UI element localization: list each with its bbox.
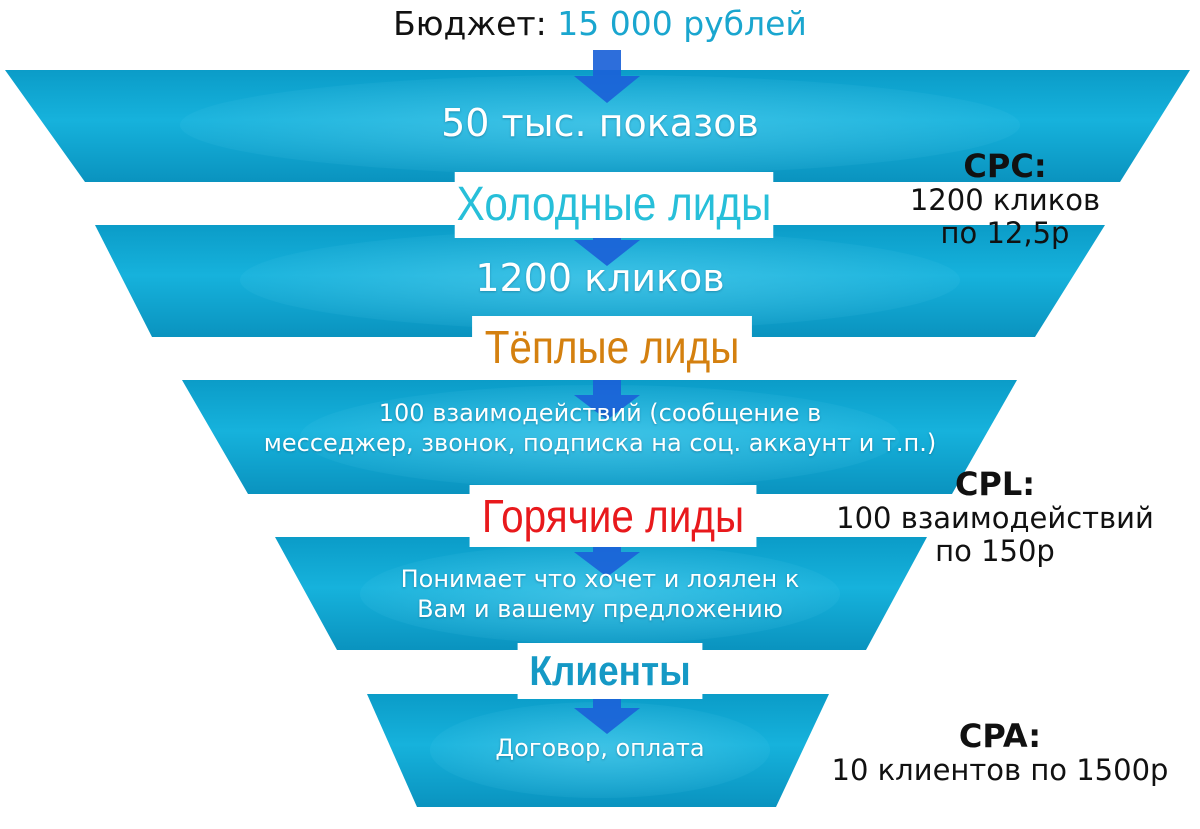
funnel-band-glow [240, 230, 960, 330]
arrow-down-icon [574, 50, 640, 103]
metric-line: 100 взаимодействий [836, 501, 1154, 535]
label-warm-leads: Тёплые лиды [472, 316, 752, 378]
metric-cpl: CPL: 100 взаимодействий по 150р [812, 466, 1178, 568]
budget-label: Бюджет: [393, 4, 547, 43]
funnel-band-glow [300, 385, 900, 489]
stage-text: 50 тыс. показов [441, 101, 759, 145]
stage-text-line: Вам и вашему предложению [417, 595, 783, 623]
stage-text: 1200 кликов [475, 256, 725, 300]
arrow-down-icon [574, 380, 640, 420]
lead-label-text: Холодные лиды [456, 178, 772, 231]
stage-interactions: 100 взаимодействий (сообщение в месседже… [200, 398, 1000, 458]
stage-text-line: месседжер, звонок, подписка на соц. акка… [263, 429, 937, 457]
lead-label-text: Горячие лиды [481, 490, 745, 542]
label-cold-leads: Холодные лиды [454, 172, 774, 238]
metric-line: 10 клиентов по 1500р [831, 753, 1169, 787]
lead-label-text: Клиенты [529, 647, 691, 694]
funnel-band-glow [180, 75, 1020, 175]
arrow-down-icon [574, 694, 640, 734]
stage-loyal: Понимает что хочет и лоялен к Вам и ваше… [300, 564, 900, 624]
budget-value: 15 000 рублей [557, 4, 807, 43]
metric-line: 1200 кликов [909, 183, 1101, 217]
metric-title: CPC: [963, 147, 1047, 185]
arrow-down-icon [574, 538, 640, 577]
stage-contract: Договор, оплата [400, 733, 800, 763]
funnel-band-glow [360, 544, 840, 644]
stage-clicks: 1200 кликов [300, 255, 900, 303]
label-clients: Клиенты [517, 643, 703, 699]
label-hot-leads: Горячие лиды [469, 485, 757, 547]
metric-line: по 150р [935, 534, 1055, 568]
funnel-band-glow [430, 702, 770, 798]
metric-line: по 12,5р [940, 216, 1070, 250]
budget-headline: Бюджет: 15 000 рублей [0, 2, 1200, 46]
arrow-down-icon [574, 226, 640, 266]
lead-label-text: Тёплые лиды [484, 321, 740, 373]
stage-impressions: 50 тыс. показов [300, 100, 900, 148]
metric-title: CPL: [954, 465, 1036, 503]
stage-text-line: 100 взаимодействий (сообщение в [378, 399, 822, 427]
metric-title: CPA: [958, 717, 1042, 755]
stage-text-line: Понимает что хочет и лоялен к [400, 565, 800, 593]
metric-cpa: CPA: 10 клиентов по 1500р [810, 718, 1190, 787]
stage-text: Договор, оплата [495, 734, 705, 762]
metric-cpc: CPC: 1200 кликов по 12,5р [880, 148, 1130, 250]
